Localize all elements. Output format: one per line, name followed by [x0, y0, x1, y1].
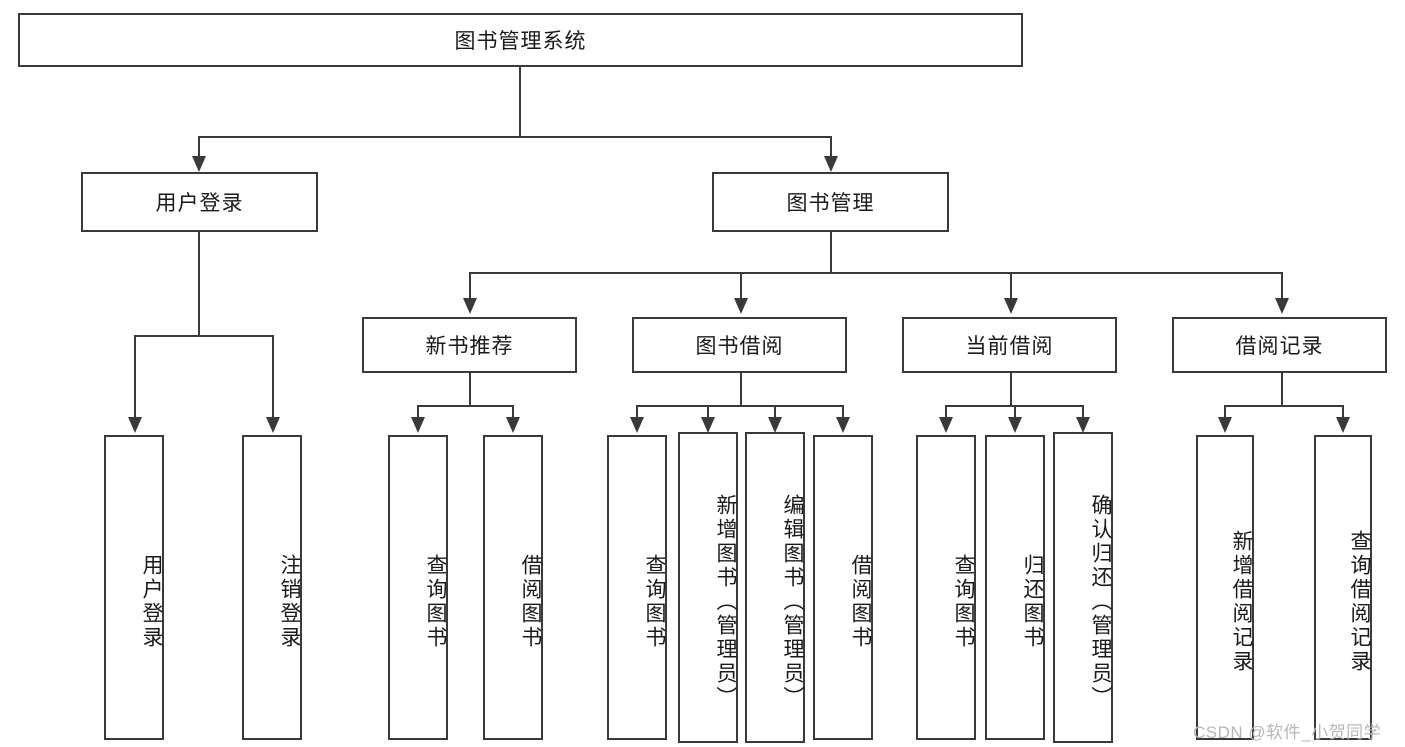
connector-book-mgmt-bar	[469, 272, 1281, 274]
arrowhead-borrow-record	[1275, 298, 1289, 314]
connector-cb-branch-1	[945, 405, 947, 419]
arrowhead-leaf-logout	[266, 417, 280, 433]
connector-root-trunk	[519, 67, 521, 137]
arrowhead-book-borrow	[734, 298, 748, 314]
leaf-logout[interactable]: 注销登录	[242, 435, 302, 740]
connector-book-mgmt-branch-3	[1010, 272, 1012, 300]
node-root-label: 图书管理系统	[454, 30, 587, 53]
leaf-bb-add-book-label: 新增图书（管理员）	[714, 493, 737, 710]
node-user-login[interactable]: 用户登录	[81, 172, 318, 232]
leaf-cb-confirm-return[interactable]: 确认归还（管理员）	[1053, 432, 1113, 743]
leaf-cb-query-book[interactable]: 查询图书	[916, 435, 976, 740]
connector-current-borrow-trunk	[1010, 373, 1012, 407]
leaf-bb-add-book[interactable]: 新增图书（管理员）	[678, 432, 738, 743]
arrowhead-nb-query-book	[411, 417, 425, 433]
leaf-br-add-record-label: 新增借阅记录	[1230, 529, 1253, 674]
connector-new-book-branch-1	[417, 405, 419, 419]
arrowhead-cb-query-book	[939, 417, 953, 433]
leaf-nb-query-book-label: 查询图书	[424, 553, 447, 650]
connector-br-branch-2	[1342, 405, 1344, 419]
leaf-cb-return-book-label: 归还图书	[1021, 553, 1044, 650]
node-new-book-recommend[interactable]: 新书推荐	[362, 317, 577, 373]
connector-user-login-branch-1	[134, 335, 136, 419]
node-borrow-record[interactable]: 借阅记录	[1172, 317, 1387, 373]
connector-book-mgmt-branch-4	[1281, 272, 1283, 300]
connector-user-login-bar	[134, 335, 274, 337]
connector-book-mgmt-trunk	[830, 232, 832, 274]
node-new-book-recommend-label: 新书推荐	[425, 335, 514, 358]
connector-cb-branch-3	[1082, 405, 1084, 419]
connector-new-book-bar	[417, 405, 513, 407]
leaf-user-login[interactable]: 用户登录	[104, 435, 164, 740]
leaf-cb-query-book-label: 查询图书	[952, 553, 975, 650]
connector-borrow-record-trunk	[1281, 373, 1283, 407]
node-root[interactable]: 图书管理系统	[18, 13, 1023, 67]
node-book-borrow[interactable]: 图书借阅	[632, 317, 847, 373]
node-borrow-record-label: 借阅记录	[1235, 335, 1324, 358]
connector-user-login-trunk	[198, 232, 200, 336]
arrowhead-leaf-user-login	[128, 417, 142, 433]
leaf-cb-confirm-return-label: 确认归还（管理员）	[1089, 493, 1112, 710]
leaf-br-query-record[interactable]: 查询借阅记录	[1314, 435, 1372, 740]
arrowhead-br-query-record	[1336, 417, 1350, 433]
leaf-br-add-record[interactable]: 新增借阅记录	[1196, 435, 1254, 740]
connector-book-mgmt-branch-1	[469, 272, 471, 300]
connector-cb-branch-2	[1014, 405, 1016, 419]
csdn-watermark: CSDN @软件_小贺同学	[1193, 723, 1382, 742]
leaf-logout-label: 注销登录	[278, 553, 301, 650]
arrowhead-br-add-record	[1218, 417, 1232, 433]
leaf-nb-query-book[interactable]: 查询图书	[388, 435, 448, 740]
arrowhead-bb-query-book	[630, 417, 644, 433]
connector-root-to-book-mgmt	[830, 136, 832, 158]
connector-root-to-user-login	[198, 136, 200, 158]
leaf-bb-edit-book-label: 编辑图书（管理员）	[781, 493, 804, 710]
connector-root-bar	[198, 136, 831, 138]
connector-book-mgmt-branch-2	[740, 272, 742, 300]
leaf-cb-return-book[interactable]: 归还图书	[985, 435, 1045, 740]
arrowhead-bb-borrow-book	[836, 417, 850, 433]
leaf-nb-borrow-book-label: 借阅图书	[519, 553, 542, 650]
connector-book-borrow-bar	[636, 405, 844, 407]
leaf-nb-borrow-book[interactable]: 借阅图书	[483, 435, 543, 740]
leaf-user-login-label: 用户登录	[140, 553, 163, 650]
arrowhead-new-book-recommend	[463, 298, 477, 314]
connector-borrow-record-bar	[1224, 405, 1343, 407]
leaf-bb-borrow-book[interactable]: 借阅图书	[813, 435, 873, 740]
arrowhead-book-mgmt	[824, 156, 838, 172]
connector-new-book-trunk	[469, 373, 471, 407]
connector-bb-branch-1	[636, 405, 638, 419]
arrowhead-bb-edit-book	[768, 417, 782, 433]
connector-bb-branch-2	[707, 405, 709, 419]
arrowhead-current-borrow	[1004, 298, 1018, 314]
arrowhead-user-login	[192, 156, 206, 172]
leaf-bb-query-book[interactable]: 查询图书	[607, 435, 667, 740]
leaf-bb-query-book-label: 查询图书	[643, 553, 666, 650]
connector-br-branch-1	[1224, 405, 1226, 419]
node-book-borrow-label: 图书借阅	[695, 335, 784, 358]
node-book-management[interactable]: 图书管理	[712, 172, 949, 232]
connector-new-book-branch-2	[512, 405, 514, 419]
arrowhead-bb-add-book	[701, 417, 715, 433]
leaf-bb-edit-book[interactable]: 编辑图书（管理员）	[745, 432, 805, 743]
node-user-login-label: 用户登录	[155, 192, 244, 215]
connector-book-borrow-trunk	[740, 373, 742, 407]
node-book-management-label: 图书管理	[786, 192, 875, 215]
connector-bb-branch-4	[842, 405, 844, 419]
arrowhead-cb-confirm-return	[1076, 417, 1090, 433]
node-current-borrow-label: 当前借阅	[965, 335, 1054, 358]
arrowhead-cb-return-book	[1008, 417, 1022, 433]
node-current-borrow[interactable]: 当前借阅	[902, 317, 1117, 373]
arrowhead-nb-borrow-book	[506, 417, 520, 433]
leaf-bb-borrow-book-label: 借阅图书	[849, 553, 872, 650]
connector-user-login-branch-2	[272, 335, 274, 419]
leaf-br-query-record-label: 查询借阅记录	[1348, 529, 1371, 674]
connector-bb-branch-3	[774, 405, 776, 419]
